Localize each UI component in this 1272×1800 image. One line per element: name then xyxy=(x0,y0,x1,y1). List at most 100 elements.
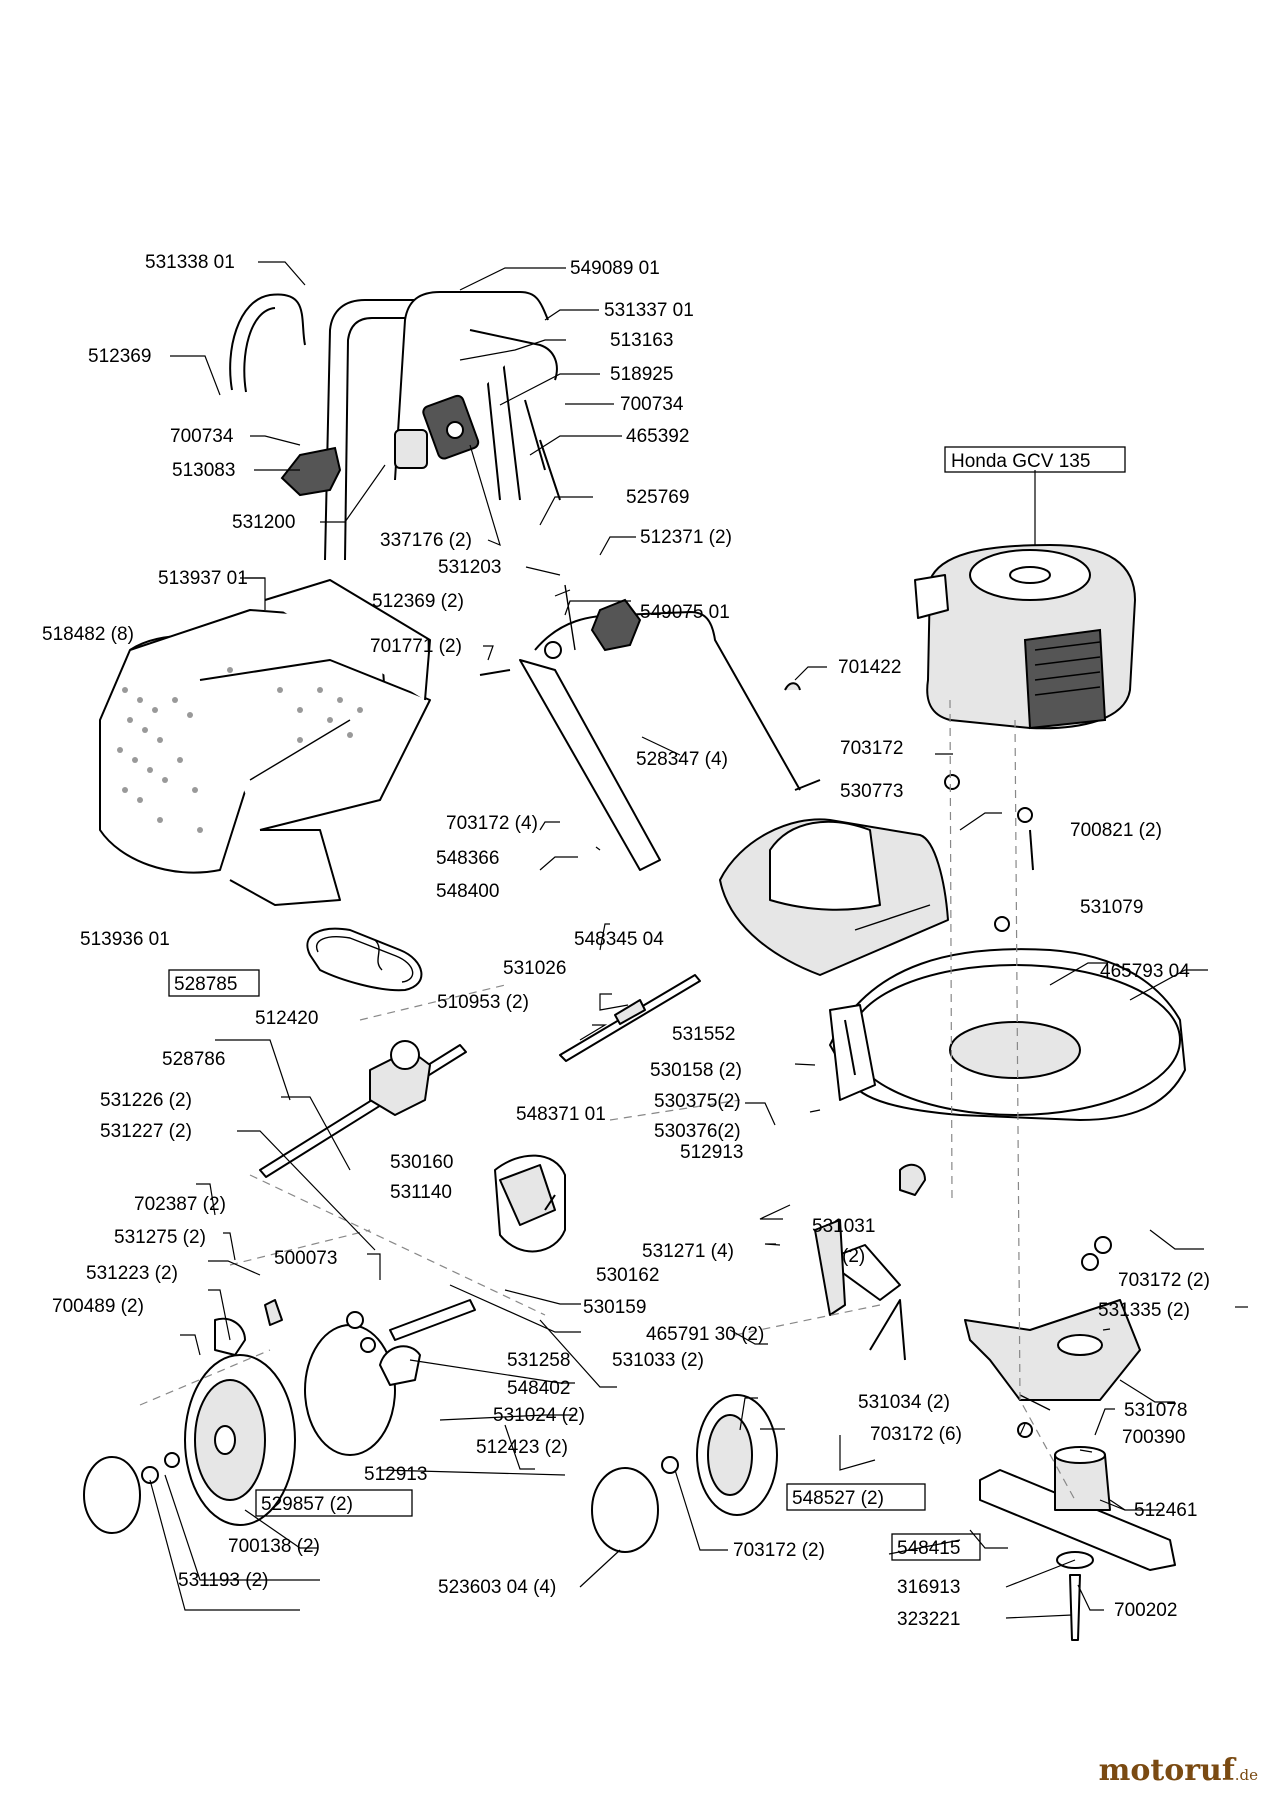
part-label-548371-01: 548371 01 xyxy=(516,1104,606,1125)
part-label-700821: 700821 (2) xyxy=(1070,820,1162,841)
part-label-512369-2: 512369 (2) xyxy=(372,591,464,612)
part-label-513163: 513163 xyxy=(610,330,673,351)
part-label-512913-mid: 512913 xyxy=(680,1142,743,1163)
part-label-530162: 530162 xyxy=(596,1265,659,1286)
assembly-dashed-lines xyxy=(139,699,1076,1501)
part-label-531031: 531031 xyxy=(812,1216,875,1237)
part-label-512913-bottom: 512913 xyxy=(364,1464,427,1485)
part-label-512420: 512420 xyxy=(255,1008,318,1029)
part-label-701422: 701422 xyxy=(838,657,901,678)
grass-bag-drawing xyxy=(99,579,431,906)
part-label-531337-01: 531337 01 xyxy=(604,300,694,321)
part-label-518482: 518482 (8) xyxy=(42,624,134,645)
part-label-548400: 548400 xyxy=(436,881,499,902)
part-label-531275: 531275 (2) xyxy=(114,1227,206,1248)
part-label-531552: 531552 xyxy=(672,1024,735,1045)
part-label-512371: 512371 (2) xyxy=(640,527,732,548)
part-label-530158: 530158 (2) xyxy=(650,1060,742,1081)
part-label-531024: 531024 (2) xyxy=(493,1405,585,1426)
part-label-512369: 512369 xyxy=(88,346,151,367)
rear-flap-drawing xyxy=(719,818,949,976)
part-label-512461: 512461 xyxy=(1134,1500,1197,1521)
part-label-531193: 531193 (2) xyxy=(178,1570,269,1591)
part-label-465791-30: 465791 30 (2) xyxy=(646,1324,764,1345)
part-label-528347: 528347 (4) xyxy=(636,749,728,770)
part-label-703172-top: 703172 xyxy=(840,738,903,759)
part-label-703172-6: 703172 (6) xyxy=(870,1424,962,1445)
part-label-500073: 500073 xyxy=(274,1248,337,1269)
part-label-530159: 530159 xyxy=(583,1297,646,1318)
part-label-530773: 530773 xyxy=(840,781,903,802)
part-label-510953: 510953 (2) xyxy=(437,992,529,1013)
part-label-530376: 530376(2) xyxy=(654,1121,741,1142)
part-label-549089-01: 549089 01 xyxy=(570,258,660,279)
part-label-531223: 531223 (2) xyxy=(86,1263,178,1284)
part-label-531026: 531026 xyxy=(503,958,566,979)
part-label-512423: 512423 (2) xyxy=(476,1437,568,1458)
part-label-531258: 531258 xyxy=(507,1350,570,1371)
hardware-drawing xyxy=(379,774,1112,1438)
part-label-700734-left: 700734 xyxy=(170,426,234,447)
part-label-531226: 531226 (2) xyxy=(100,1090,192,1111)
part-label-700734-right: 700734 xyxy=(620,394,684,415)
part-label-465793-04: 465793 04 xyxy=(1100,961,1190,982)
cable-drawing xyxy=(559,974,701,1062)
part-label-337176: 337176 (2) xyxy=(380,530,472,551)
watermark-brand: motoruf xyxy=(1098,1753,1235,1788)
gearbox-axle-drawing xyxy=(259,939,467,1178)
part-label-548527: 548527 (2) xyxy=(792,1488,884,1509)
part-label-700390: 700390 xyxy=(1122,1427,1185,1448)
part-label-531271: 531271 (4) xyxy=(642,1241,734,1262)
part-label-530375: 530375(2) xyxy=(654,1091,741,1112)
part-label-549075-01: 549075 01 xyxy=(640,602,730,623)
part-label-548366: 548366 xyxy=(436,848,499,869)
part-label-528786: 528786 xyxy=(162,1049,225,1070)
front-wheel-drawing xyxy=(494,1154,906,1553)
leader-lines xyxy=(149,261,1248,1619)
part-label-531033: 531033 (2) xyxy=(612,1350,704,1371)
part-label-700202: 700202 xyxy=(1114,1600,1177,1621)
part-label-531034: 531034 (2) xyxy=(858,1392,950,1413)
part-label-531079: 531079 xyxy=(1080,897,1143,918)
part-label-703172-2-right: 703172 (2) xyxy=(1118,1270,1210,1291)
part-label-548415: 548415 xyxy=(897,1538,960,1559)
part-label-700489: 700489 (2) xyxy=(52,1296,144,1317)
upper-handle-drawing xyxy=(229,291,561,561)
part-label-528785: 528785 xyxy=(174,974,237,995)
part-label-525769: 525769 xyxy=(626,487,689,508)
part-label-523603-04: 523603 04 (4) xyxy=(438,1577,556,1598)
motoruf-watermark: motoruf.de xyxy=(1099,1753,1258,1788)
part-label-700138: 700138 (2) xyxy=(228,1536,320,1557)
part-label-531031-qty: (2) xyxy=(842,1246,865,1267)
part-label-529857: 529857 (2) xyxy=(261,1494,353,1515)
part-label-316913: 316913 xyxy=(897,1577,960,1598)
label-boxes xyxy=(168,446,1126,1561)
part-labels: 531338 01 549089 01 531337 01 512369 513… xyxy=(42,252,1210,1630)
part-label-531078: 531078 xyxy=(1124,1400,1187,1421)
part-label-513937-01: 513937 01 xyxy=(158,568,248,589)
engine-drawing xyxy=(914,544,1136,730)
part-label-518925: 518925 xyxy=(610,364,673,385)
part-label-548345-04: 548345 04 xyxy=(574,929,664,950)
part-label-531203: 531203 xyxy=(438,557,501,578)
part-label-701771: 701771 (2) xyxy=(370,636,462,657)
part-label-531227: 531227 (2) xyxy=(100,1121,192,1142)
engine-model-label: Honda GCV 135 xyxy=(951,451,1090,472)
part-label-530160: 530160 xyxy=(390,1152,453,1173)
part-label-703172-4: 703172 (4) xyxy=(446,813,538,834)
lower-handle-drawing xyxy=(479,584,821,871)
part-label-323221: 323221 xyxy=(897,1609,960,1630)
part-label-531140: 531140 xyxy=(390,1182,452,1203)
part-label-531200: 531200 xyxy=(232,512,295,533)
part-label-513083: 513083 xyxy=(172,460,235,481)
rear-wheel-left-drawing xyxy=(83,1299,396,1534)
part-label-702387: 702387 (2) xyxy=(134,1194,226,1215)
part-label-531338-01: 531338 01 xyxy=(145,252,235,273)
v-belt-drawing xyxy=(306,927,423,992)
part-label-513936-01: 513936 01 xyxy=(80,929,170,950)
watermark-tld: .de xyxy=(1234,1766,1258,1784)
blade-drawing xyxy=(964,1299,1176,1641)
part-label-465392: 465392 xyxy=(626,426,689,447)
part-label-531335: 531335 (2) xyxy=(1098,1300,1190,1321)
